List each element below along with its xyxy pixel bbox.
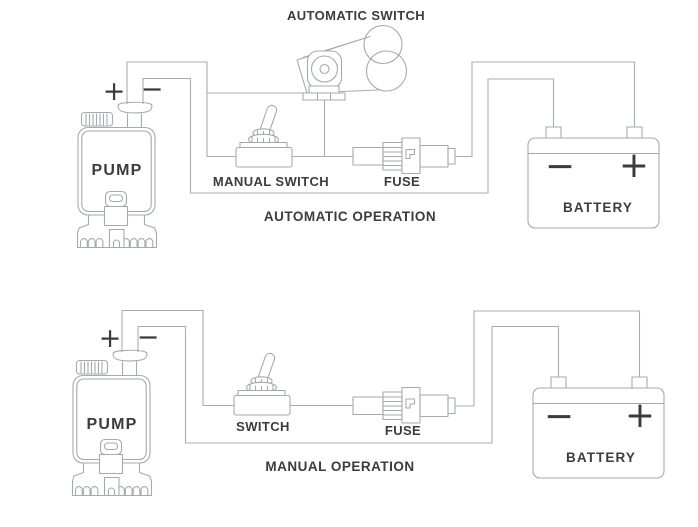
fuse-label: FUSE xyxy=(383,174,421,189)
wire-pump-negative xyxy=(137,325,560,444)
pump-negative-symbol: − xyxy=(140,74,164,105)
wire-automatic-switch-branch xyxy=(207,92,326,157)
pump-label: PUMP xyxy=(91,162,143,179)
wires-manual xyxy=(121,309,641,444)
automatic-switch-label: AUTOMATIC SWITCH xyxy=(286,8,426,23)
switch-figure xyxy=(233,351,291,416)
wire-fuse-to-battery-positive xyxy=(455,310,641,407)
fuse-figure xyxy=(352,137,456,175)
fuse-figure xyxy=(352,386,456,424)
pump-label: PUMP xyxy=(86,416,138,433)
battery-positive-symbol: + xyxy=(624,395,656,436)
battery-label: BATTERY xyxy=(563,200,633,215)
wire-fuse-to-battery-positive xyxy=(455,61,636,158)
fuse-label: FUSE xyxy=(384,423,422,438)
wires-automatic xyxy=(126,61,636,194)
pump-negative-symbol: − xyxy=(136,322,160,353)
switch-label: SWITCH xyxy=(236,419,290,434)
battery-negative-symbol: − xyxy=(544,146,576,187)
pump-positive-symbol: + xyxy=(98,323,122,354)
pump-positive-symbol: + xyxy=(102,76,126,107)
manual-operation-caption: MANUAL OPERATION xyxy=(265,459,415,474)
wire-pump-negative xyxy=(142,77,555,194)
manual-switch-label: MANUAL SWITCH xyxy=(212,174,330,189)
automatic-operation-caption: AUTOMATIC OPERATION xyxy=(263,209,437,224)
wire-pump-positive xyxy=(126,61,236,158)
float-switch-figure xyxy=(296,24,408,101)
wire-pump-positive xyxy=(121,309,234,407)
battery-negative-symbol: − xyxy=(543,396,575,437)
manual-switch-figure xyxy=(235,103,293,168)
battery-positive-symbol: + xyxy=(618,145,650,186)
battery-label: BATTERY xyxy=(566,450,636,465)
